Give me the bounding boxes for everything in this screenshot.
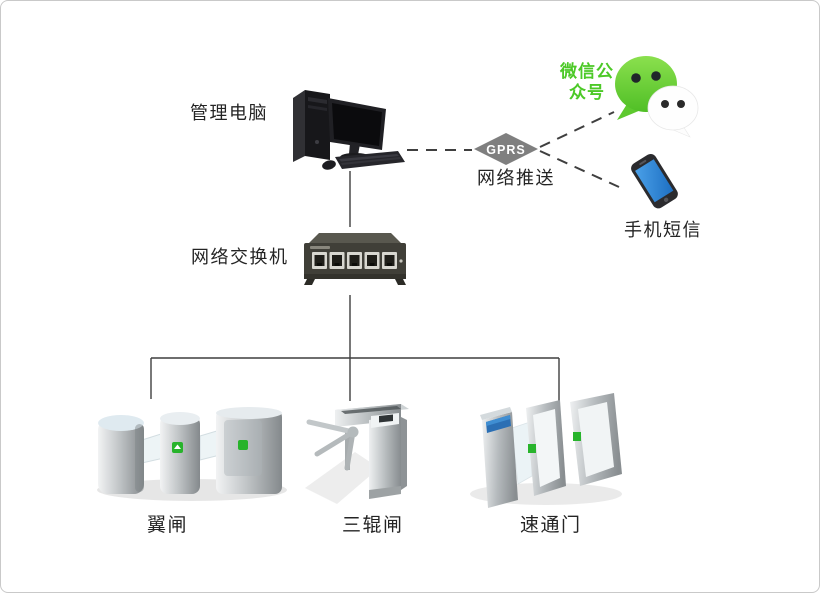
label-network-push: 网络推送 <box>477 168 555 188</box>
edge-gprs-wechat <box>539 111 615 148</box>
edge-gprs-sms <box>539 150 620 188</box>
label-network-switch: 网络交换机 <box>191 247 289 267</box>
ethernet-switch-icon <box>304 233 406 285</box>
gprs-diamond: GPRS <box>474 133 538 165</box>
speed-gate-image <box>470 393 622 508</box>
label-flap-barrier: 翼闸 <box>147 515 189 536</box>
label-wechat-line1: 微信公 <box>560 62 614 81</box>
smartphone-icon <box>631 153 678 209</box>
tripod-turnstile-image <box>305 404 409 504</box>
label-wechat-line2: 众号 <box>569 83 605 102</box>
label-sms: 手机短信 <box>624 220 702 240</box>
gprs-diamond-shape <box>474 133 538 165</box>
label-speed-gate: 速通门 <box>520 515 582 536</box>
desktop-computer-icon <box>293 90 405 170</box>
label-tripod-turnstile: 三辊闸 <box>342 515 404 536</box>
flap-barrier-image <box>97 407 287 501</box>
wechat-icon <box>615 56 699 138</box>
label-wechat-official-account: 微信公 众号 <box>551 61 623 103</box>
gprs-label: GPRS <box>486 143 525 157</box>
label-management-pc: 管理电脑 <box>190 103 268 123</box>
